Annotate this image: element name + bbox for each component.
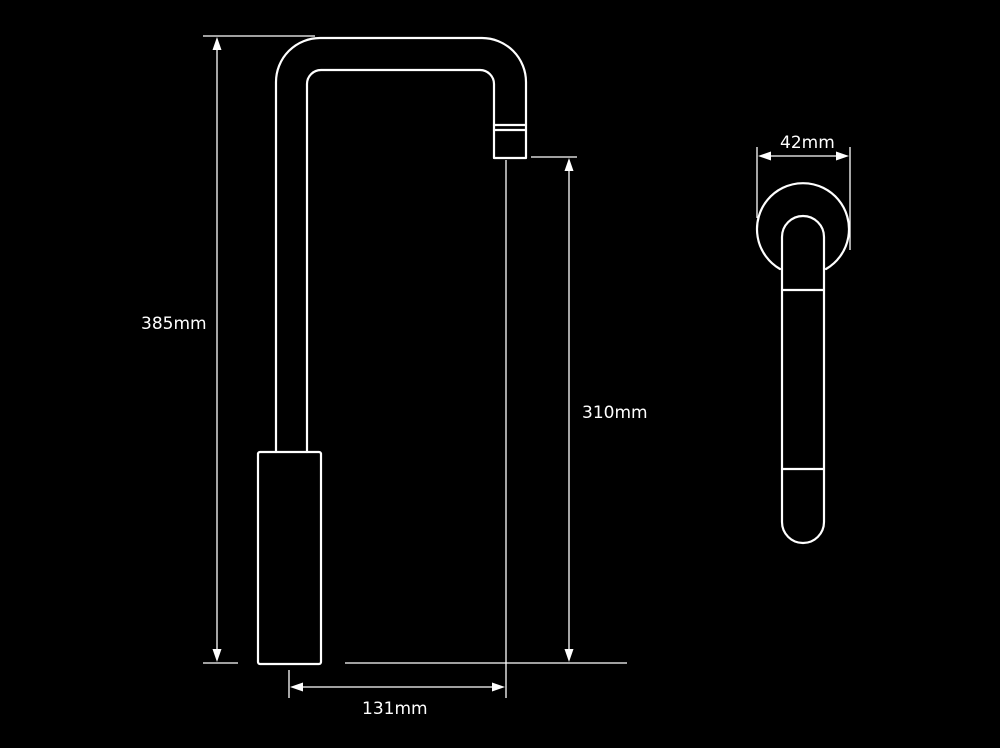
spout-reach-arrow-left <box>290 682 303 692</box>
faucet-top-view <box>755 182 851 545</box>
total-height-dimension: 385mm <box>141 35 315 664</box>
spout-tip <box>492 123 528 160</box>
spout-reach-label: 131mm <box>362 699 428 719</box>
spout-clearance-arrow-top <box>564 158 574 171</box>
total-height-label: 385mm <box>141 314 207 334</box>
spout-reach-dimension: 131mm <box>288 160 507 719</box>
spout-arm-outline <box>780 214 826 545</box>
total-height-arrow-top <box>212 37 222 50</box>
diameter-arrow-left <box>758 151 771 161</box>
faucet-side-view <box>256 36 528 666</box>
faucet-base-body <box>256 450 323 666</box>
pipe-diameter-dimension: 42mm <box>756 133 851 250</box>
spout-clearance-dimension: 310mm <box>345 156 648 664</box>
spout-clearance-arrow-bottom <box>564 649 574 662</box>
base-circle-outline <box>755 182 851 271</box>
spout-reach-arrow-right <box>492 682 505 692</box>
total-height-arrow-bottom <box>212 649 222 662</box>
gooseneck-inner-outline <box>305 68 496 454</box>
diameter-arrow-right <box>836 151 849 161</box>
gooseneck-outer-outline <box>274 36 528 454</box>
spout-clearance-label: 310mm <box>582 403 648 423</box>
diameter-label: 42mm <box>780 133 835 153</box>
